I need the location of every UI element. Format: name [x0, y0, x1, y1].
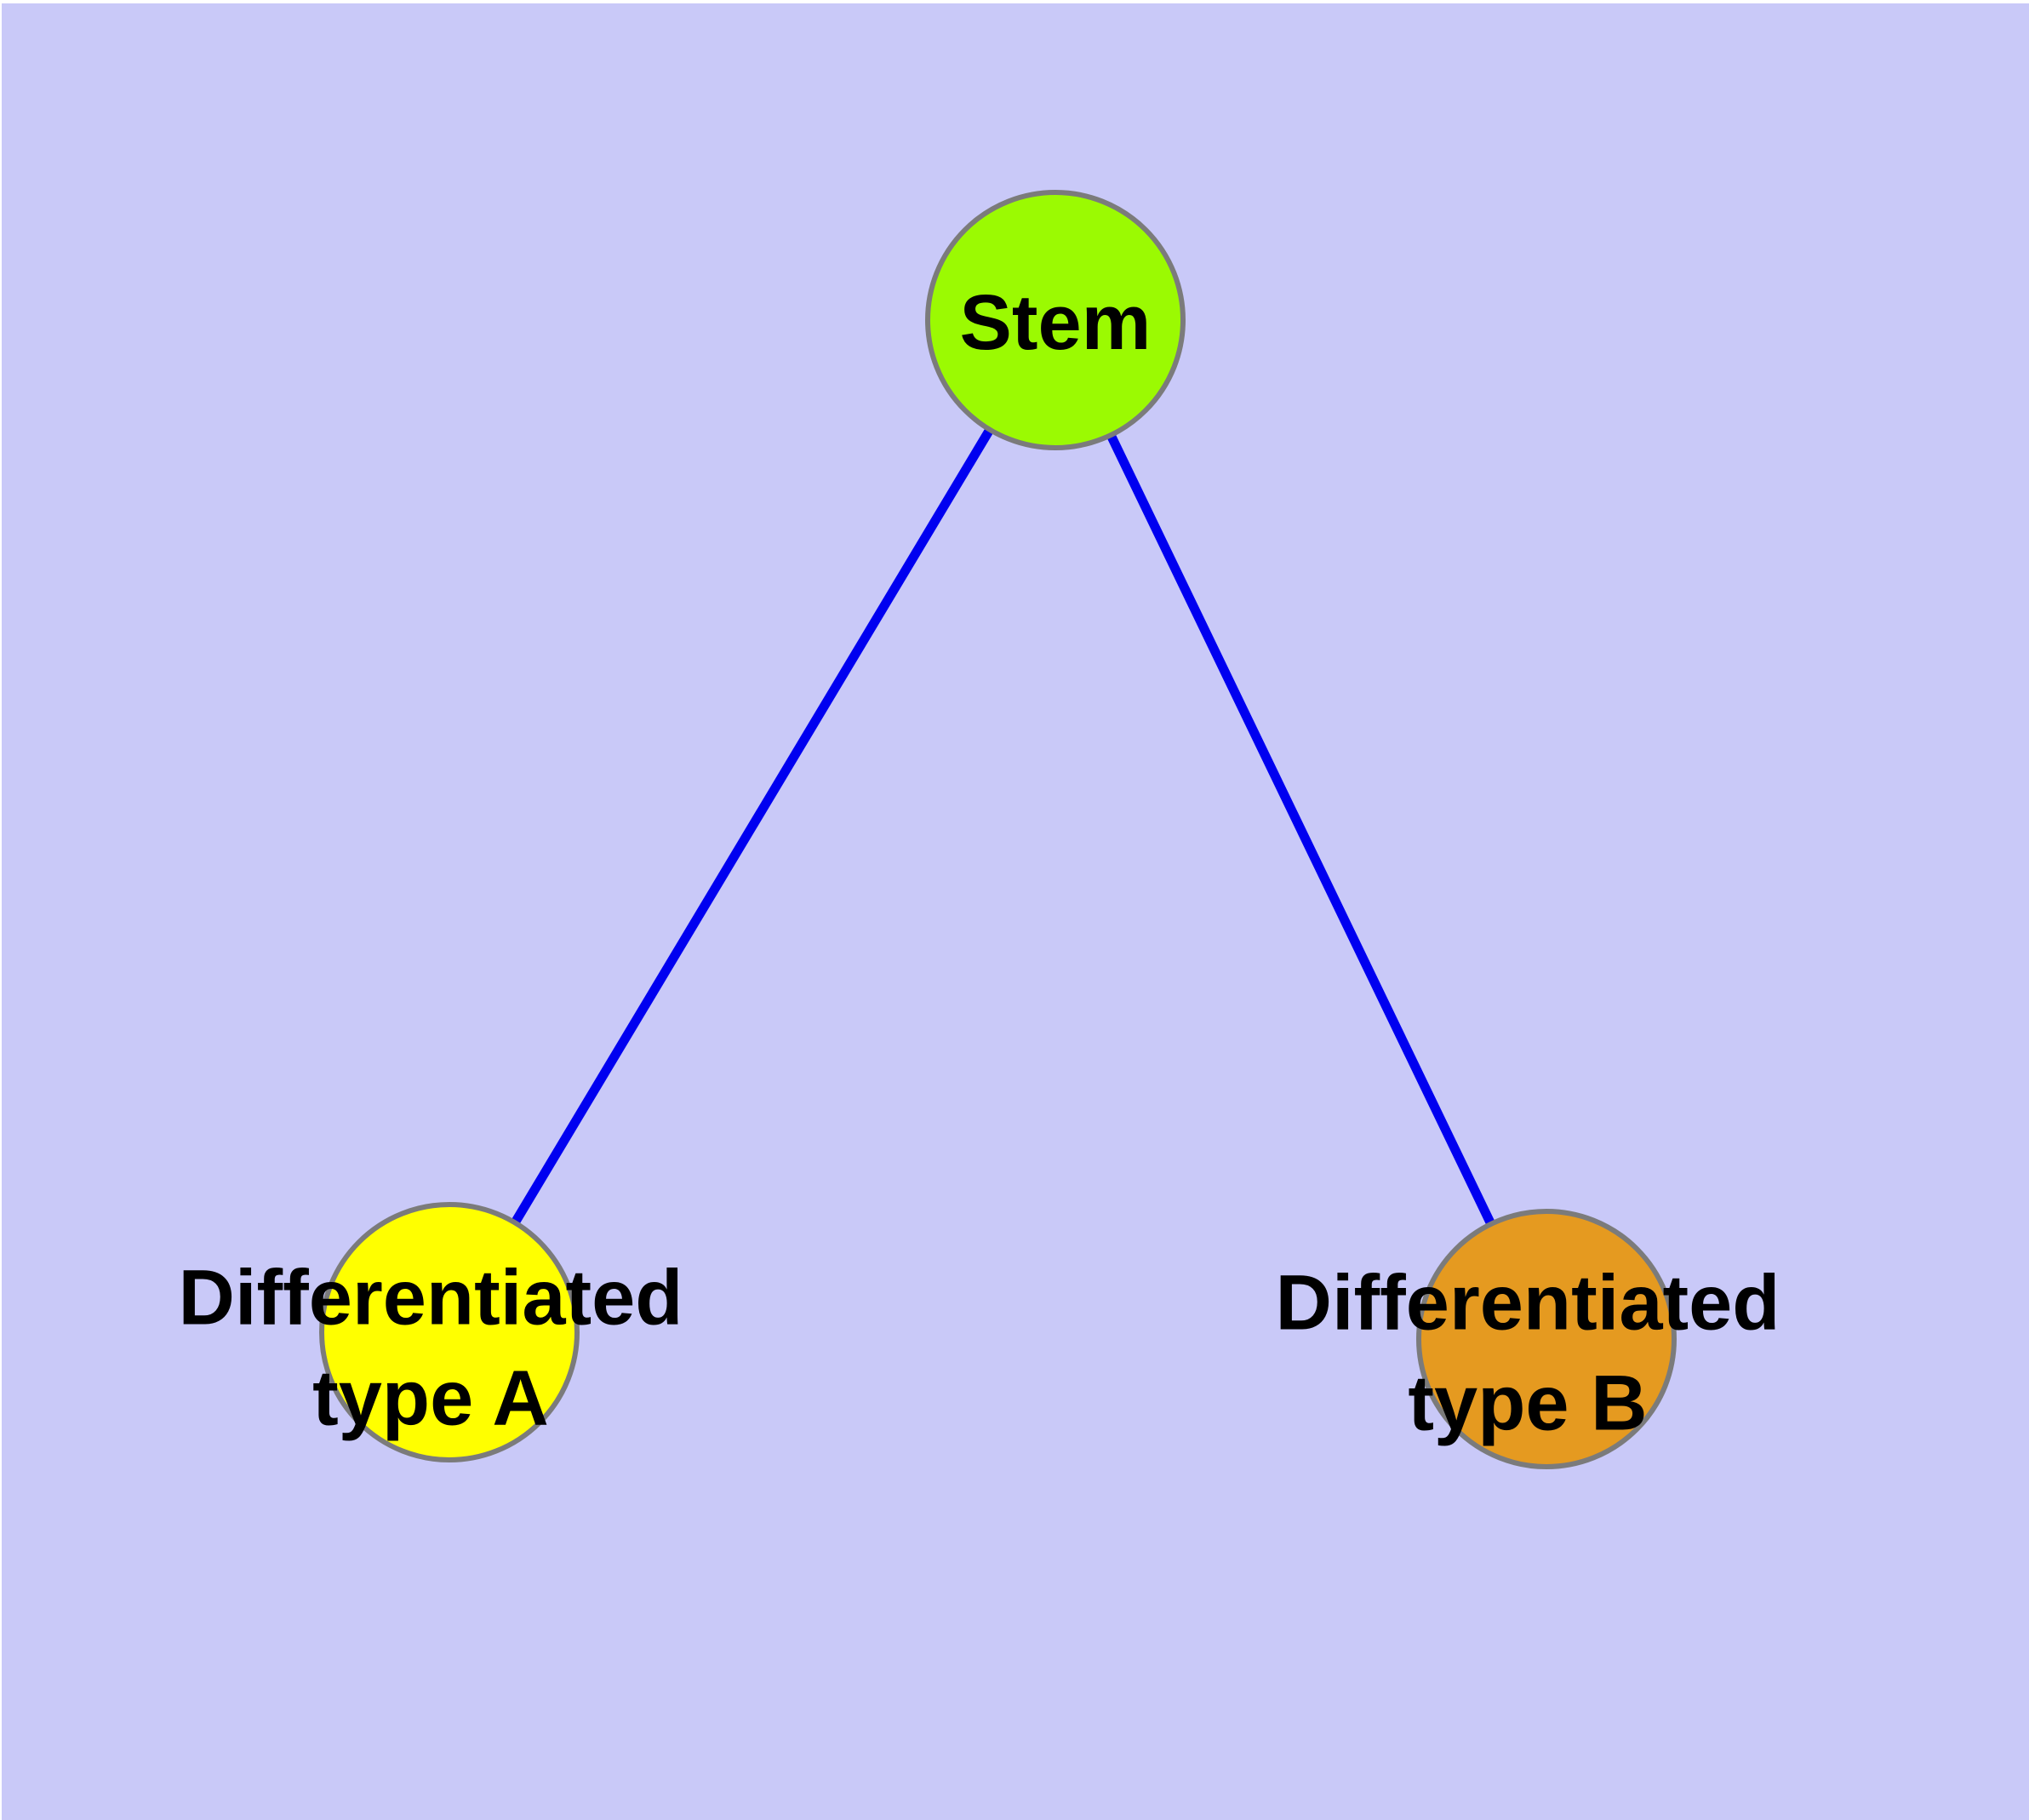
differentiated-type-b-node-circle [1416, 1209, 1677, 1469]
edge-stem-to-type-b [1051, 318, 1551, 1342]
stem-node-label: Stem [959, 279, 1152, 367]
differentiated-type-b-node-label: Differentiated type B [1275, 1259, 1780, 1446]
top-margin-strip [0, 0, 2029, 3]
left-margin-strip [0, 0, 2, 1820]
edge-stem-to-type-a [445, 318, 1060, 1335]
stem-node-circle [925, 190, 1186, 450]
differentiated-type-a-node-circle [319, 1202, 580, 1462]
differentiated-type-a-node-label: Differentiated type A [178, 1254, 683, 1441]
